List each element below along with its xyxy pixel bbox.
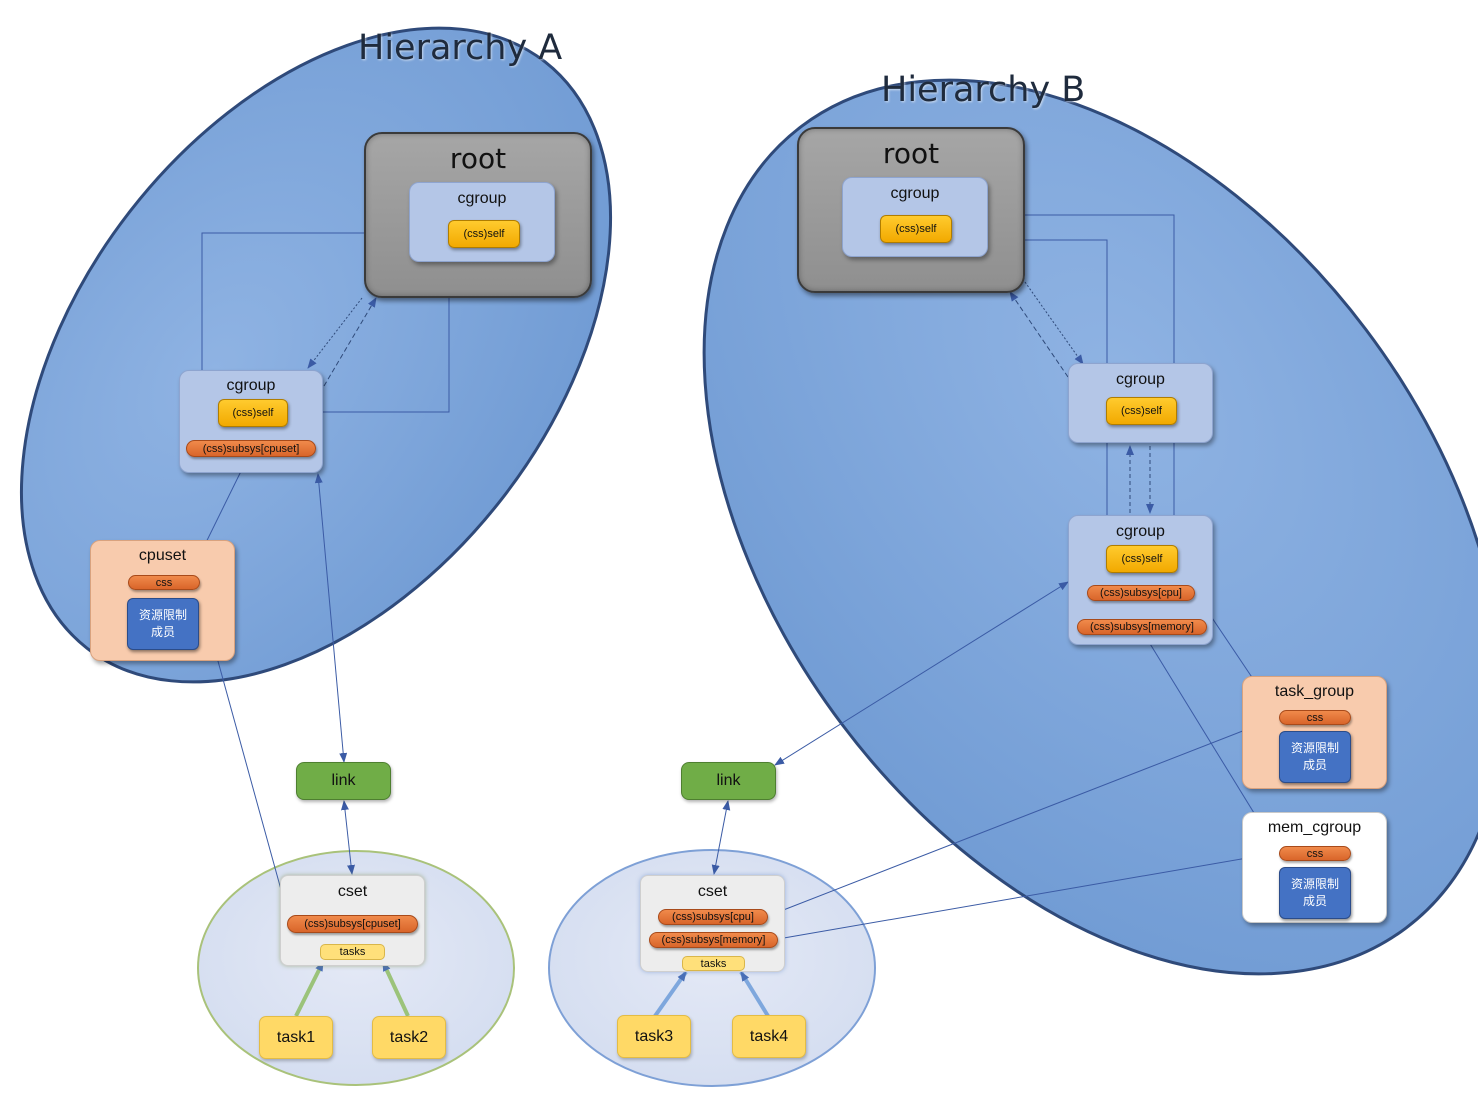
root-cgroup[interactable]: cgroup (css)self	[409, 182, 555, 262]
task-group-label: task_group	[1274, 683, 1355, 700]
limit-line-1: 资源限制	[1290, 741, 1339, 755]
resource-limit-members: 资源限制 成员	[1279, 731, 1351, 783]
hierarchy-b-leaf-cgroup[interactable]: cgroup (css)self (css)subsys[cpu] (css)s…	[1068, 515, 1213, 645]
a-cgroup-link-arrow	[314, 473, 348, 763]
right-cset-box[interactable]: cset (css)subsys[cpu] (css)subsys[memory…	[640, 875, 785, 972]
tasks-pill[interactable]: tasks	[682, 956, 745, 971]
css-subsys-memory-pill[interactable]: (css)subsys[memory]	[649, 932, 778, 948]
limit-line-2: 成员	[1302, 894, 1327, 908]
hierarchy-b-root[interactable]: root cgroup (css)self	[797, 127, 1025, 293]
cgroup-label: cgroup	[226, 377, 276, 394]
hierarchy-a-root[interactable]: root cgroup (css)self	[364, 132, 592, 298]
left-cset-box[interactable]: cset (css)subsys[cpuset] tasks	[280, 875, 425, 966]
b-root-to-mid-dotted	[1024, 281, 1084, 365]
b-mid-to-root-dashed	[1009, 291, 1069, 378]
root-label: root	[882, 137, 940, 170]
a-child-to-root-dashed	[323, 297, 377, 387]
root-label: root	[449, 142, 507, 175]
a-link-cset-arrow	[341, 800, 355, 875]
hierarchy-a-title: Hierarchy A	[358, 28, 563, 68]
mem-cgroup-box[interactable]: mem_cgroup css 资源限制 成员	[1242, 812, 1387, 923]
hierarchy-a-ellipse	[19, 26, 613, 684]
css-pill[interactable]: css	[128, 575, 200, 590]
tasks-pill[interactable]: tasks	[320, 944, 385, 960]
css-self-pill[interactable]: (css)self	[218, 399, 288, 427]
limit-line-2: 成员	[150, 625, 175, 639]
limit-line-1: 资源限制	[138, 608, 187, 622]
resource-limit-members: 资源限制 成员	[1279, 867, 1351, 919]
task-box[interactable]: task1	[259, 1016, 333, 1059]
task-group-box[interactable]: task_group css 资源限制 成员	[1242, 676, 1387, 789]
cpuset-box[interactable]: cpuset css 资源限制 成员	[90, 540, 235, 661]
css-subsys-cpu-pill[interactable]: (css)subsys[cpu]	[1087, 585, 1195, 601]
b-cset-cpu-to-taskgroup-line	[767, 717, 1277, 917]
task2-arrow	[381, 961, 410, 1017]
css-self-pill[interactable]: (css)self	[1106, 545, 1178, 573]
css-pill[interactable]: css	[1279, 710, 1351, 725]
css-self-pill[interactable]: (css)self	[880, 215, 952, 243]
mem-cgroup-label: mem_cgroup	[1267, 819, 1362, 836]
task4-arrow	[739, 970, 770, 1018]
hierarchy-a-child-cgroup[interactable]: cgroup (css)self (css)subsys[cpuset]	[179, 370, 323, 473]
limit-line-1: 资源限制	[1290, 877, 1339, 891]
task3-arrow	[653, 970, 688, 1018]
hierarchy-b-title: Hierarchy B	[881, 70, 1086, 110]
css-pill[interactable]: css	[1279, 846, 1351, 861]
css-subsys-cpuset-pill[interactable]: (css)subsys[cpuset]	[186, 440, 316, 457]
right-link-box[interactable]: link	[681, 762, 776, 800]
left-link-box[interactable]: link	[296, 762, 391, 800]
root-cgroup[interactable]: cgroup (css)self	[842, 177, 988, 257]
css-subsys-cpuset-pill[interactable]: (css)subsys[cpuset]	[287, 915, 418, 933]
cset-label: cset	[697, 883, 728, 900]
hierarchy-b-mid-cgroup[interactable]: cgroup (css)self	[1068, 363, 1213, 443]
cset-label: cset	[337, 883, 368, 900]
b-cset-memory-to-memcgroup-line	[777, 850, 1277, 940]
task-box[interactable]: task2	[372, 1016, 446, 1059]
css-subsys-memory-pill[interactable]: (css)subsys[memory]	[1077, 619, 1207, 635]
task-box[interactable]: task3	[617, 1015, 691, 1058]
css-self-pill[interactable]: (css)self	[448, 220, 520, 248]
task-box[interactable]: task4	[732, 1015, 806, 1058]
a-root-to-child-dotted	[307, 297, 363, 369]
task1-arrow	[294, 961, 325, 1017]
limit-line-2: 成员	[1302, 758, 1327, 772]
css-subsys-cpu-pill[interactable]: (css)subsys[cpu]	[658, 909, 768, 925]
css-self-pill[interactable]: (css)self	[1106, 397, 1177, 425]
cgroup-label: cgroup	[890, 185, 940, 202]
cgroup-label: cgroup	[1116, 523, 1165, 540]
resource-limit-members: 资源限制 成员	[127, 598, 199, 650]
cgroup-label: cgroup	[457, 190, 507, 207]
b-cgroup-link-arrow	[774, 581, 1069, 766]
b-root-self-to-leaf-line	[986, 239, 1111, 548]
b-link-cset-arrow	[711, 800, 731, 875]
cpuset-label: cpuset	[138, 547, 187, 564]
cgroup-label: cgroup	[1116, 371, 1165, 388]
